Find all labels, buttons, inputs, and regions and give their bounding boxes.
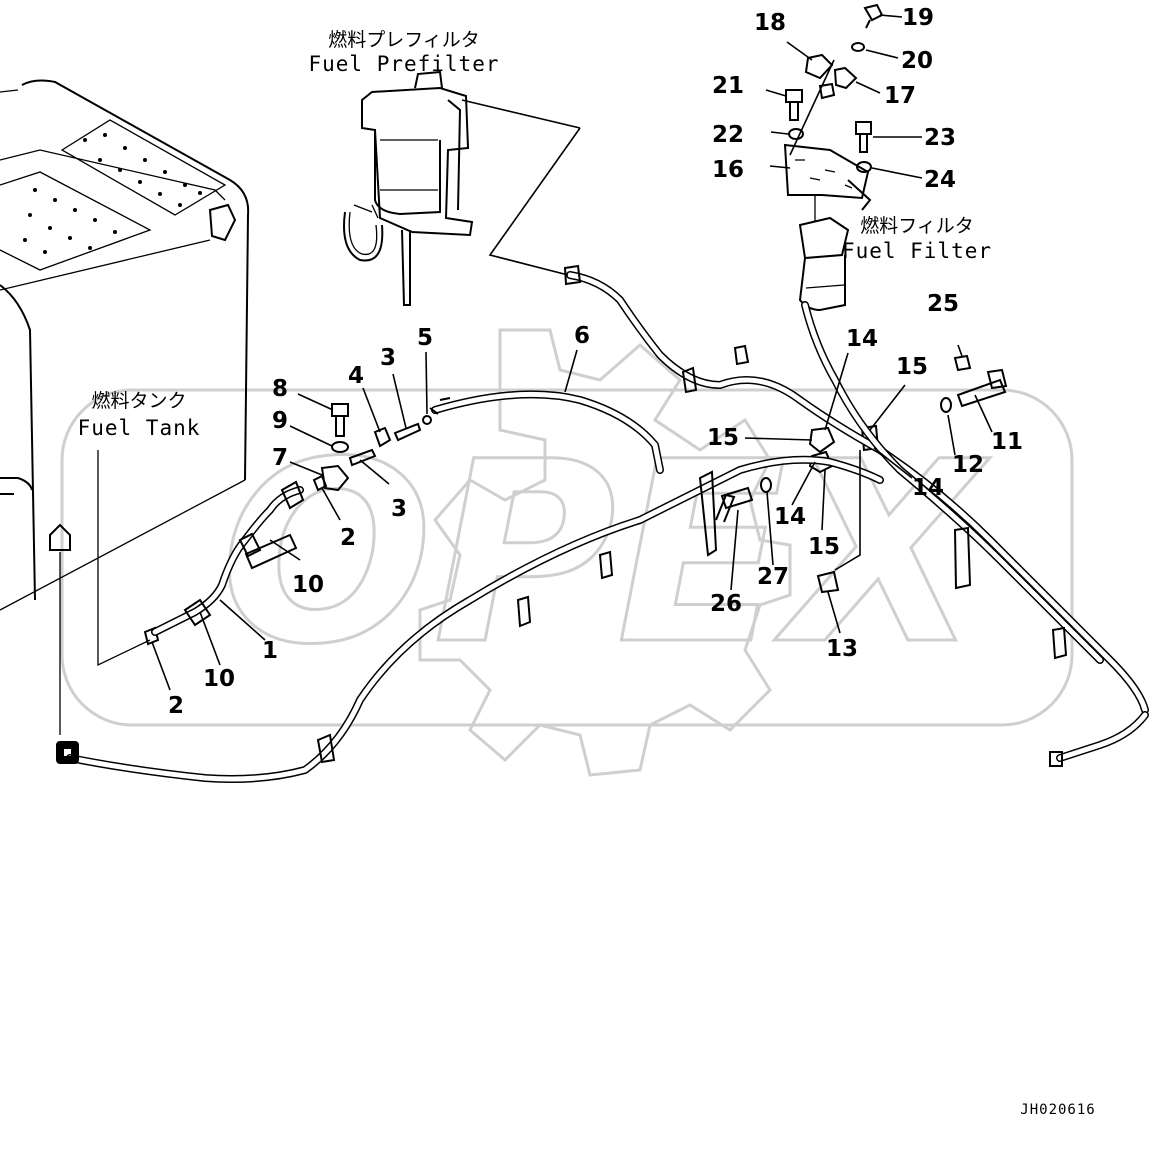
- callout-1: 1: [262, 638, 278, 664]
- callout-10-top: 10: [292, 572, 324, 598]
- callout-4: 4: [348, 363, 364, 389]
- callout-16: 16: [712, 157, 744, 183]
- captions: 燃料プレフィルタ Fuel Prefilter 燃料フィルタ Fuel Filt…: [78, 29, 992, 440]
- fuel-filter: [783, 143, 872, 312]
- callout-15-left: 15: [707, 425, 739, 451]
- fuel-hoses: [56, 264, 1149, 783]
- callout-14-top: 14: [846, 326, 878, 352]
- prefilter-caption-en: Fuel Prefilter: [308, 52, 499, 76]
- callout-11: 11: [991, 429, 1023, 455]
- callout-27: 27: [757, 564, 789, 590]
- callout-24: 24: [924, 167, 956, 193]
- tank-bolt-holes: [23, 133, 202, 254]
- callout-19: 19: [902, 5, 934, 31]
- callout-13: 13: [826, 636, 858, 662]
- tank-caption-jp: 燃料タンク: [91, 390, 186, 412]
- fuel-prefilter: [343, 70, 474, 306]
- callout-6: 6: [574, 323, 590, 349]
- callout-2-bottom: 2: [168, 693, 184, 719]
- callout-2-top: 2: [340, 525, 356, 551]
- callout-3-bottom: 3: [391, 496, 407, 522]
- callout-18: 18: [754, 10, 786, 36]
- filter-caption-en: Fuel Filter: [842, 239, 992, 263]
- callout-5: 5: [417, 325, 433, 351]
- tank-caption-en: Fuel Tank: [78, 416, 201, 440]
- prefilter-caption-jp: 燃料プレフィルタ: [328, 29, 480, 51]
- callout-3-top: 3: [380, 345, 396, 371]
- callout-23: 23: [924, 125, 956, 151]
- filter-caption-jp: 燃料フィルタ: [860, 215, 974, 237]
- callout-25: 25: [927, 291, 959, 317]
- fuel-tank: [0, 79, 250, 735]
- callout-15-bottom: 15: [808, 534, 840, 560]
- callout-10-bottom: 10: [203, 666, 235, 692]
- callout-numbers: 18 19 20 17 21 22 23 16 24 25 14 6 5 3 1…: [168, 5, 1023, 719]
- callout-9: 9: [272, 408, 288, 434]
- callout-15-right: 15: [896, 354, 928, 380]
- callout-14-bottom: 14: [774, 504, 806, 530]
- callout-14-right: 14: [912, 475, 944, 501]
- callout-7: 7: [272, 445, 288, 471]
- hardware-parts: [143, 3, 1008, 646]
- drawing-code: JH020616: [1020, 1102, 1095, 1118]
- callout-17: 17: [884, 83, 916, 109]
- callout-8: 8: [272, 376, 288, 402]
- leader-lines: [151, 14, 993, 691]
- callout-20: 20: [901, 48, 933, 74]
- callout-26: 26: [710, 591, 742, 617]
- callout-21: 21: [712, 73, 744, 99]
- callout-12: 12: [952, 452, 984, 478]
- callout-22: 22: [712, 122, 744, 148]
